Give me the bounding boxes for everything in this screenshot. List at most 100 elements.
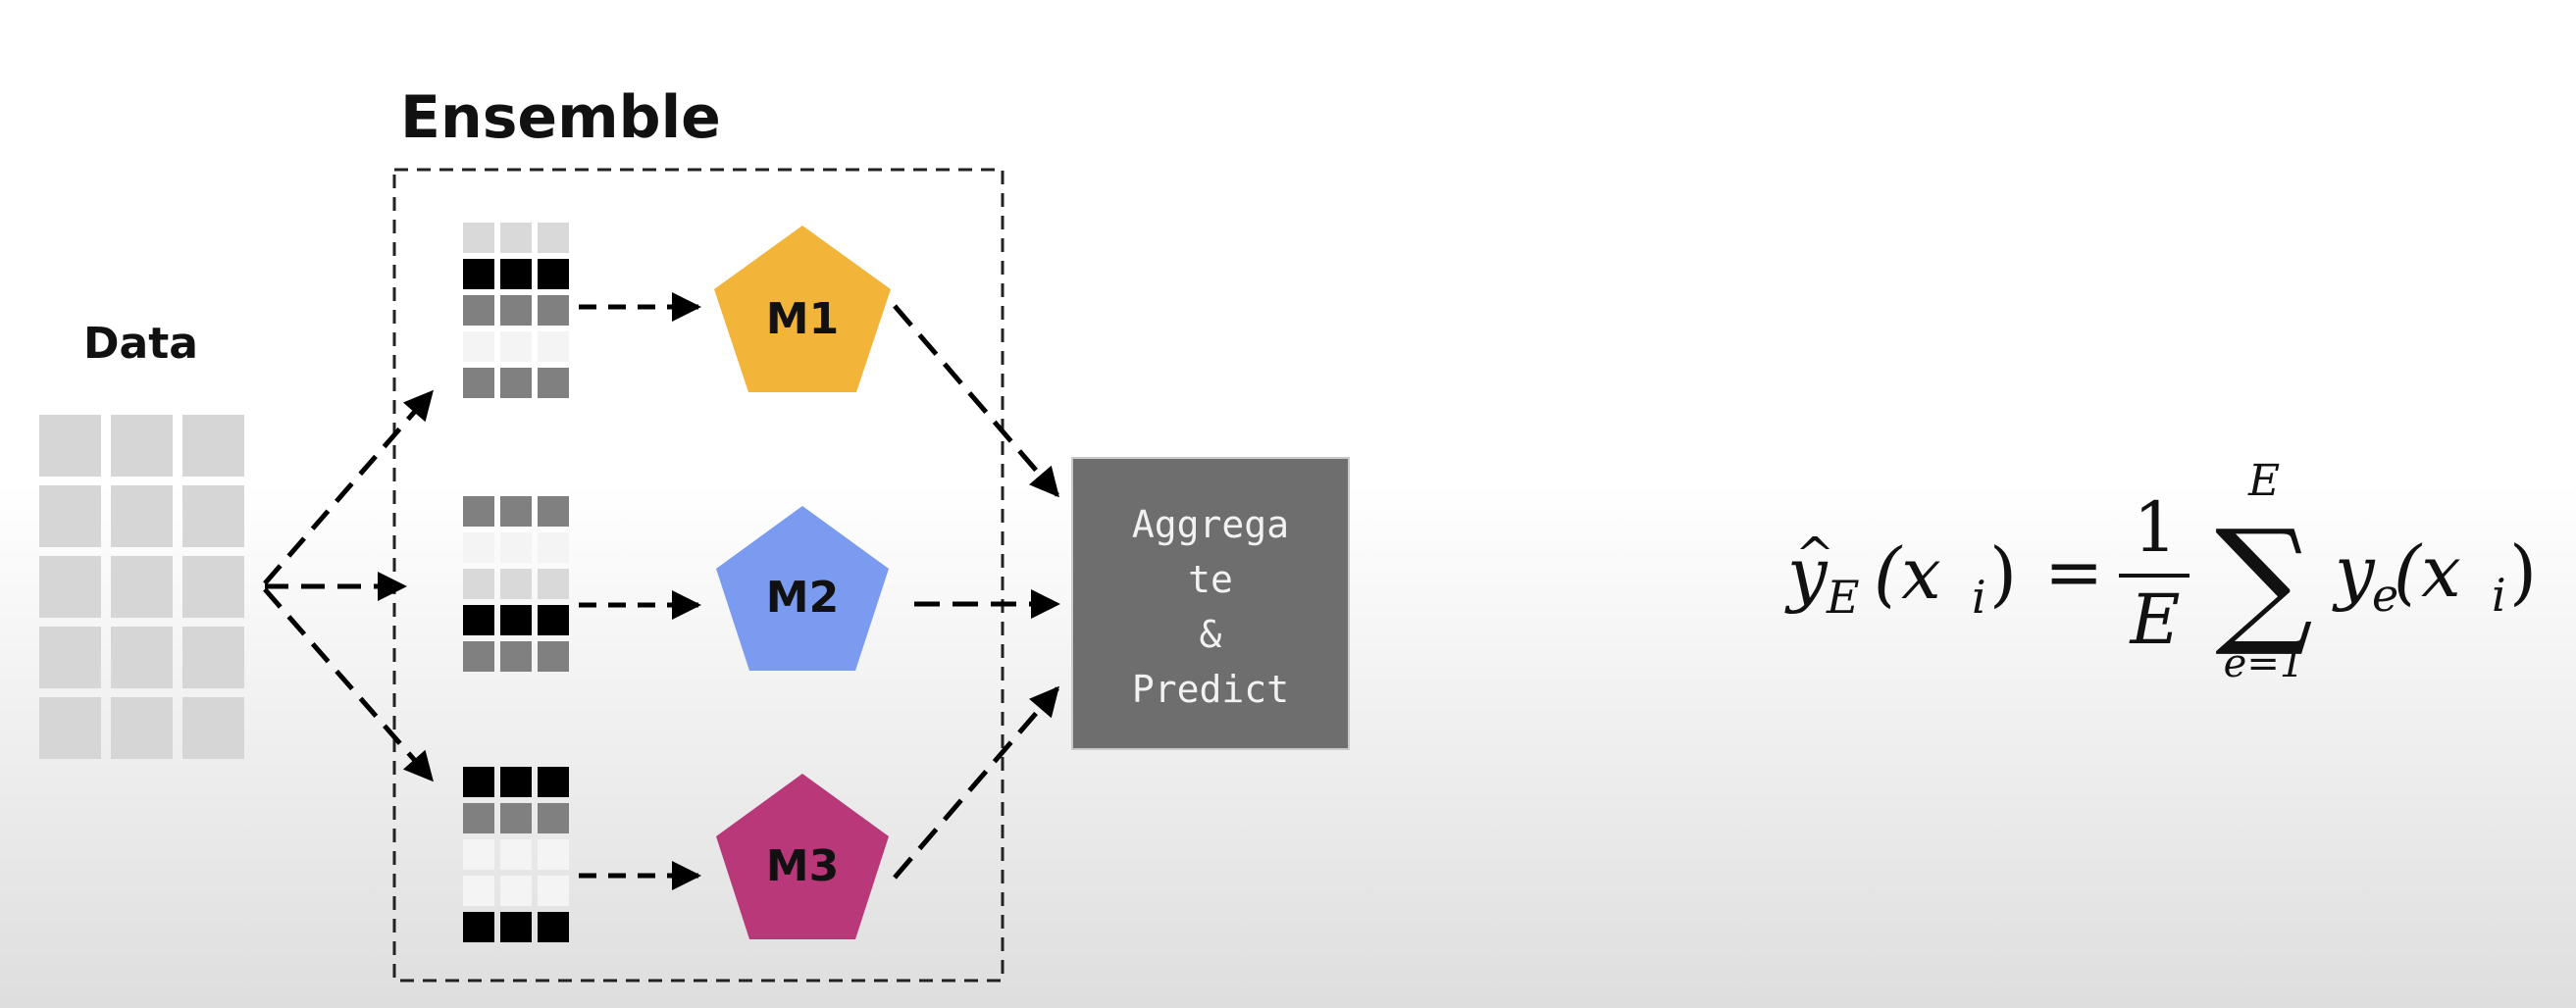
subset-cell [463, 839, 494, 870]
subset-grid-2 [463, 496, 569, 672]
subset-cell [538, 803, 569, 833]
model-m3-shape [716, 774, 889, 939]
subset-cell [538, 767, 569, 797]
subset-cell [538, 641, 569, 672]
subset-cell [463, 605, 494, 635]
aggregate-line-2: te [1188, 558, 1233, 601]
aggregate-predict-box [1071, 457, 1350, 750]
formula-frac-num: 1 [2134, 487, 2178, 568]
subset-cell [500, 223, 532, 253]
data-cell [182, 415, 244, 477]
formula-lhs-arg-sub: i [1972, 571, 1986, 624]
subset-grids [463, 223, 569, 942]
subset-cell [463, 912, 494, 942]
subset-cell [538, 259, 569, 289]
subset-cell [500, 767, 532, 797]
subset-cell [538, 912, 569, 942]
split-arrow-bottom [263, 587, 434, 782]
model-m2-shape [716, 506, 889, 671]
subset-cell [463, 803, 494, 833]
formula-lhs-sub: E [1826, 571, 1860, 624]
data-cell [111, 556, 173, 618]
subset-cell [463, 295, 494, 326]
model-m2-label: M2 [766, 573, 839, 623]
subset-cell [463, 331, 494, 362]
subset-cell [538, 295, 569, 326]
subset-cell [500, 912, 532, 942]
subset-cell [500, 803, 532, 833]
subset-cell [538, 876, 569, 906]
subset-cell [500, 532, 532, 563]
model-m3-label: M3 [766, 841, 839, 891]
formula-sum-lower: e=1 [2224, 641, 2305, 686]
subset-cell [463, 569, 494, 599]
split-arrows [263, 389, 434, 782]
data-cell [182, 485, 244, 547]
subset-cell [463, 641, 494, 672]
subset-cell [500, 605, 532, 635]
ensemble-label: Ensemble [400, 83, 721, 152]
subset-cell [538, 331, 569, 362]
subset-cell [500, 295, 532, 326]
formula-frac-den: E [2128, 580, 2180, 660]
data-label: Data [83, 319, 198, 369]
subset-cell [538, 496, 569, 527]
formula-lhs-hat: ^ [1795, 528, 1834, 582]
aggregate-line-3: & [1200, 613, 1222, 656]
data-cell [111, 415, 173, 477]
subset-cell [538, 223, 569, 253]
subset-cell [463, 368, 494, 398]
data-cell [111, 627, 173, 688]
aggregate-line-1: Aggrega [1132, 503, 1289, 546]
subset-cell [463, 767, 494, 797]
subset-cell [500, 368, 532, 398]
arrow-m1-aggregate [893, 304, 1059, 498]
model-m2: M2 [716, 506, 889, 671]
subset-cell [463, 496, 494, 527]
model-m1-label: M1 [766, 294, 839, 344]
formula-rhs-sub: e [2372, 569, 2398, 622]
formula-rhs-arg: (x [2394, 530, 2461, 613]
model-m3: M3 [716, 774, 889, 939]
subset-cell [500, 876, 532, 906]
model-to-aggregate-arrows [893, 304, 1060, 880]
data-cell [182, 627, 244, 688]
formula-equals: = [2044, 530, 2103, 613]
formula-rhs-y: y [2332, 530, 2376, 613]
subset-cell [500, 496, 532, 527]
formula-lhs-y: y [1784, 532, 1829, 615]
subset-cell [500, 839, 532, 870]
subset-cell [500, 331, 532, 362]
data-cell [39, 485, 101, 547]
data-cell [39, 697, 101, 759]
subset-cell [463, 532, 494, 563]
subset-cell [538, 605, 569, 635]
subset-cell [538, 839, 569, 870]
data-grid [39, 415, 244, 759]
formula-sum-symbol: ∑ [2215, 501, 2313, 661]
data-cell [39, 556, 101, 618]
split-arrow-top [263, 389, 434, 585]
formula-lhs-close: ) [1989, 532, 2017, 615]
arrow-m3-aggregate [893, 685, 1059, 880]
formula-rhs-close: ) [2509, 530, 2537, 613]
subset-cell [500, 569, 532, 599]
data-cell [182, 556, 244, 618]
subset-cell [538, 532, 569, 563]
formula-rhs-arg-sub: i [2492, 569, 2506, 622]
ensemble-formula: y ^ E (x i ) = 1 E E ∑ e=1 y e (x i ) [1784, 456, 2537, 686]
subset-grid-1 [463, 223, 569, 398]
formula-lhs-arg: (x [1874, 532, 1941, 615]
subset-cell [463, 223, 494, 253]
model-m1: M1 [714, 226, 891, 392]
data-cell [39, 627, 101, 688]
subset-grid-3 [463, 767, 569, 942]
subset-cell [463, 876, 494, 906]
model-m1-shape [714, 226, 891, 392]
aggregate-line-4: Predict [1132, 668, 1289, 711]
subset-cell [463, 259, 494, 289]
data-cell [182, 697, 244, 759]
data-cell [111, 485, 173, 547]
subset-cell [538, 368, 569, 398]
